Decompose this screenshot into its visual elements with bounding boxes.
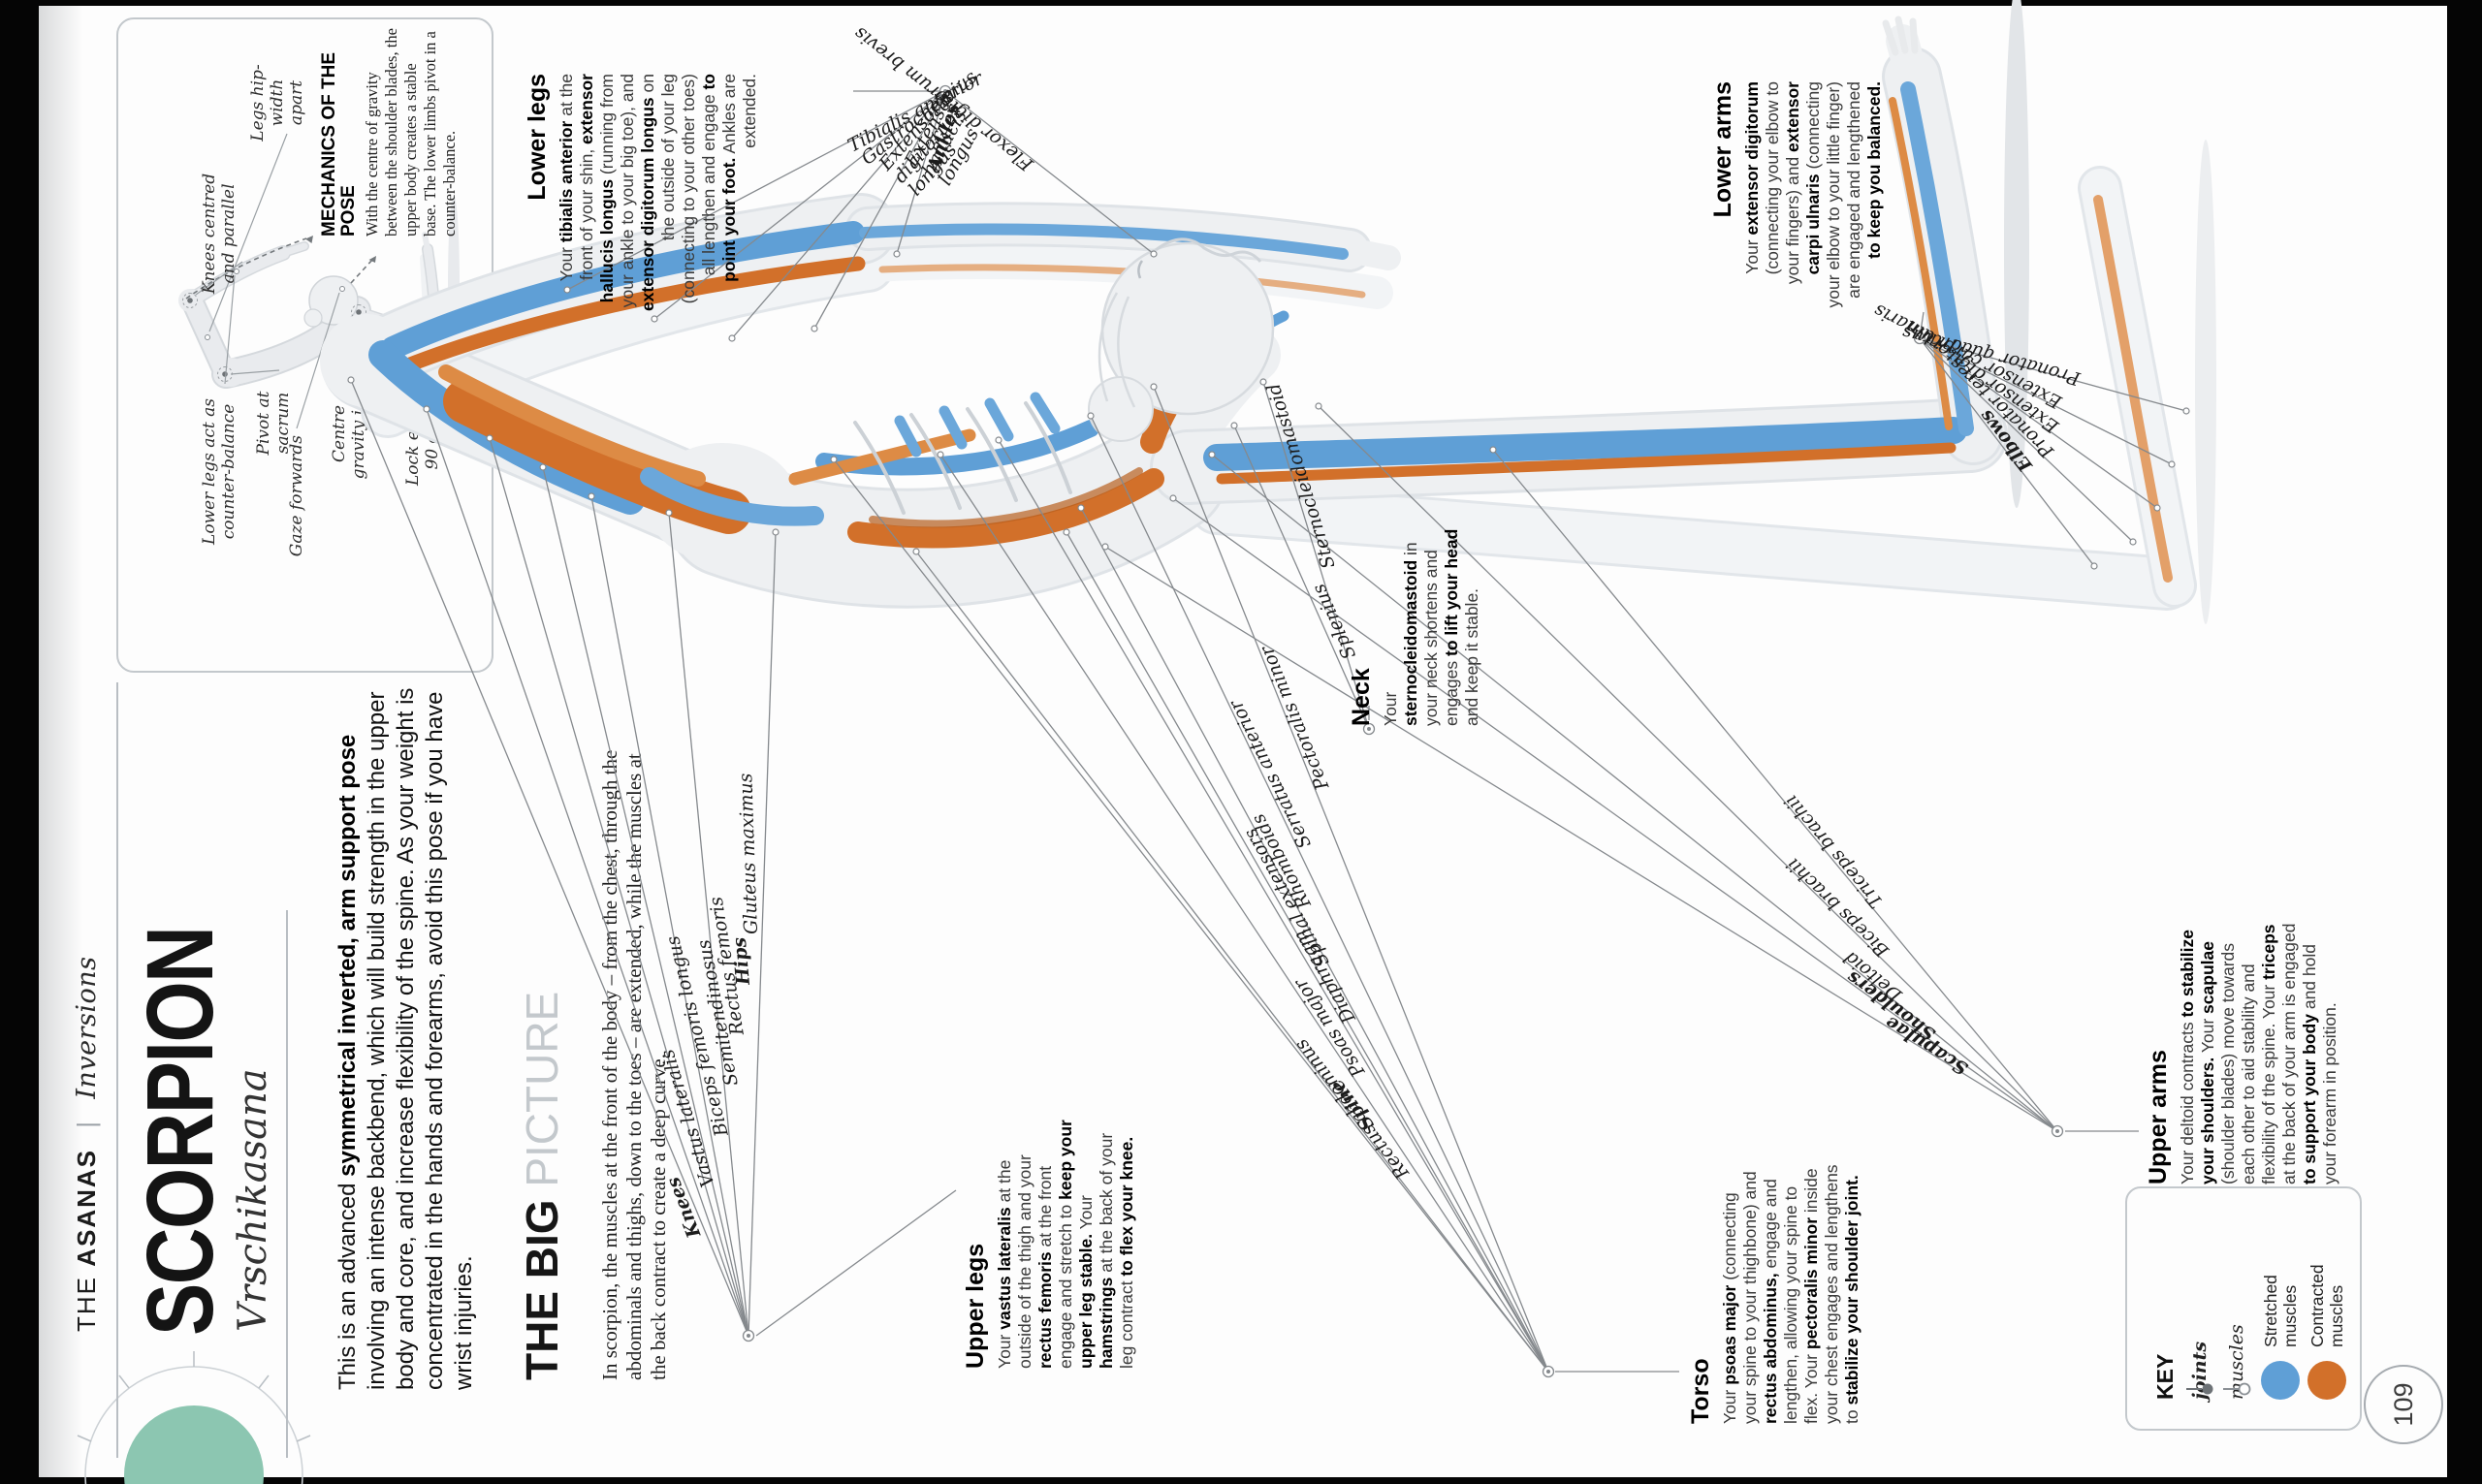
section-corner-ornament (77, 1351, 311, 1484)
bodypart-label-hips: Hips (728, 936, 754, 986)
annotation-lower-arms: Lower arms Your extensor digitorum (conn… (1709, 81, 1885, 312)
compass-ticks (77, 1351, 311, 1442)
key-title: KEY (2152, 1353, 2178, 1400)
annotation-upper-legs: Upper legs Your vastus lateralis at the … (962, 1117, 1137, 1369)
page-number: 109 (2364, 1365, 2443, 1444)
annotation-title: Upper arms (2145, 1050, 2172, 1184)
key-row-contracted: Contracted muscles (2307, 1235, 2346, 1400)
stretched-muscles-swatch (2261, 1361, 2300, 1400)
annotation-title: Lower arms (1709, 81, 1736, 218)
annotation-body: Your psoas major (connecting your spine … (1720, 1164, 1862, 1424)
annotation-body: Your sternocleidomastoid in your neck sh… (1381, 528, 1481, 726)
key-row-stretched: Stretched muscles (2261, 1235, 2300, 1400)
page-number-text: 109 (2388, 1382, 2418, 1427)
annotation-body: Your deltoid contracts to stabilize your… (2178, 923, 2339, 1184)
gaze-arrow-icon (350, 259, 373, 284)
book-page: THE ASANAS | Inversions SCORPION Vrschik… (39, 0, 2447, 1484)
joint-marker-icon (2186, 1383, 2213, 1395)
annotation-title: Torso (1687, 1358, 1714, 1424)
annotation-title: Upper legs (962, 1243, 989, 1369)
key-legend: KEY joints muscles Stretched muscles Con… (2125, 1186, 2362, 1431)
annotation-neck: Neck Your sternocleidomastoid in your ne… (1348, 527, 1482, 726)
key-contracted-label: Contracted muscles (2307, 1264, 2346, 1347)
annotation-body: Your vastus lateralis at the outside of … (995, 1120, 1136, 1369)
key-stretched-label: Stretched muscles (2261, 1275, 2300, 1347)
anatomy-illustration (320, 0, 2216, 1378)
muscle-marker-icon (2223, 1382, 2251, 1396)
annotation-upper-arms: Upper arms Your deltoid contracts to sta… (2145, 921, 2340, 1184)
muscle-shapes (368, 81, 1974, 549)
key-row-joints: joints (2186, 1342, 2213, 1400)
annotation-lower-legs: Lower legs Your tibialis anterior at the… (524, 74, 760, 316)
teal-circle-icon (124, 1405, 264, 1484)
annotation-title: Lower legs (524, 74, 551, 201)
inset-head (308, 275, 359, 326)
contracted-muscles-swatch (2307, 1361, 2346, 1400)
annotation-body: Your tibialis anterior at the front of y… (557, 74, 759, 312)
annotation-title: Neck (1348, 668, 1375, 726)
inset-leader-lines (195, 133, 435, 429)
annotation-body: Your extensor digitorum (connecting your… (1742, 81, 1884, 308)
muscle-point-markers (347, 250, 2190, 570)
key-row-muscles: muscles (2223, 1324, 2251, 1400)
counterbalance-arrow-icon (185, 237, 307, 300)
annotation-torso: Torso Your psoas major (connecting your … (1687, 1160, 1862, 1424)
figure-head (1088, 237, 1275, 442)
leader-lines (350, 90, 2187, 1373)
junction-markers (347, 84, 2190, 1378)
